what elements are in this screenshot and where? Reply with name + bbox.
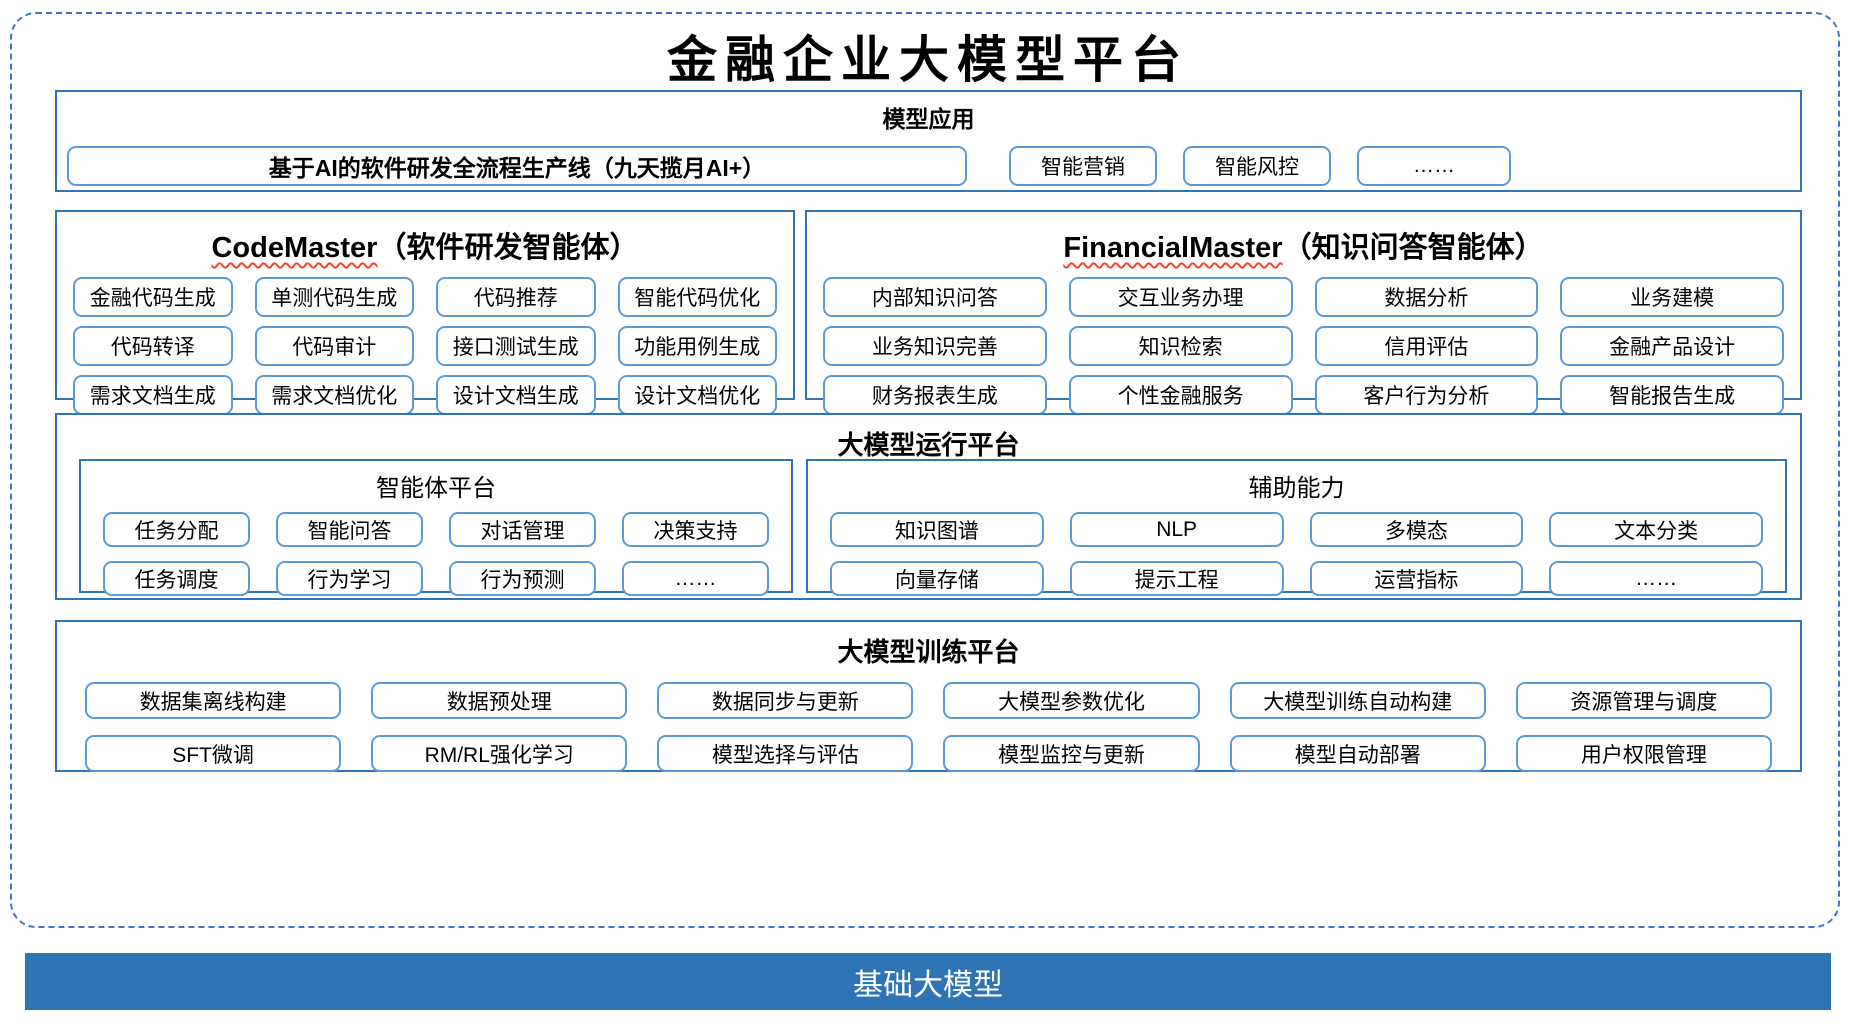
capability-box: 客户行为分析 xyxy=(1314,375,1539,415)
aux-grid: 知识图谱 NLP 多模态 文本分类 向量存储 提示工程 运营指标 …… xyxy=(830,512,1763,596)
apps-row: 基于AI的软件研发全流程生产线（九天揽月AI+） 智能营销 智能风控 …… xyxy=(67,146,1790,186)
capability-box: 知识图谱 xyxy=(830,512,1044,547)
outer-dashed-frame xyxy=(10,12,1840,928)
codemaster-name: CodeMaster xyxy=(211,232,378,264)
capability-box: SFT微调 xyxy=(85,735,342,772)
capability-box: 个性金融服务 xyxy=(1068,375,1293,415)
agent-platform-grid: 任务分配 智能问答 对话管理 决策支持 任务调度 行为学习 行为预测 …… xyxy=(103,512,769,596)
section-title: CodeMaster（软件研发智能体） xyxy=(57,224,793,266)
capability-box: 模型自动部署 xyxy=(1229,735,1486,772)
page-title: 金融企业大模型平台 xyxy=(667,30,1189,89)
capability-box-more: …… xyxy=(622,561,769,596)
financialmaster-name: FinancialMaster xyxy=(1063,232,1283,264)
capability-box: 智能代码优化 xyxy=(617,277,777,317)
capability-box: 智能报告生成 xyxy=(1560,375,1784,415)
section-title: 大模型运行平台 xyxy=(837,430,1020,460)
section-codemaster: CodeMaster（软件研发智能体） 金融代码生成 单测代码生成 代码推荐 智… xyxy=(55,210,795,415)
capability-box: 大模型参数优化 xyxy=(943,682,1200,719)
capability-box: 运营指标 xyxy=(1309,561,1524,596)
capability-box: 文本分类 xyxy=(1549,512,1763,547)
subsection-title: 辅助能力 xyxy=(1248,475,1345,502)
capability-box: 对话管理 xyxy=(449,512,596,547)
capability-box: 任务调度 xyxy=(103,561,250,596)
capability-box: 财务报表生成 xyxy=(823,375,1047,415)
capability-box: 金融产品设计 xyxy=(1560,326,1784,366)
section-title: 模型应用 xyxy=(882,106,975,132)
subsection-aux-capabilities: 辅助能力 知识图谱 NLP 多模态 文本分类 向量存储 提示工程 运营指标 …… xyxy=(806,459,1787,596)
app-pipeline-box: 基于AI的软件研发全流程生产线（九天揽月AI+） xyxy=(67,146,967,186)
codemaster-grid: 金融代码生成 单测代码生成 代码推荐 智能代码优化 代码转译 代码审计 接口测试… xyxy=(73,277,777,415)
capability-box: 行为学习 xyxy=(276,561,423,596)
app-box: 智能风控 xyxy=(1183,146,1331,186)
capability-box: 决策支持 xyxy=(622,512,769,547)
capability-box: RM/RL强化学习 xyxy=(371,735,628,772)
capability-box: 数据预处理 xyxy=(371,682,628,719)
capability-box-more: …… xyxy=(1549,561,1763,596)
capability-box: 设计文档优化 xyxy=(617,375,777,415)
section-training-platform: 大模型训练平台 数据集离线构建 数据预处理 数据同步与更新 大模型参数优化 大模… xyxy=(55,620,1802,772)
capability-box: 功能用例生成 xyxy=(617,326,777,366)
capability-box: 内部知识问答 xyxy=(823,277,1047,317)
capability-box: 大模型训练自动构建 xyxy=(1229,682,1486,719)
financialmaster-subtitle: （知识问答智能体） xyxy=(1282,232,1544,264)
capability-box: 代码审计 xyxy=(254,326,414,366)
capability-box: 需求文档生成 xyxy=(73,375,233,415)
capability-box: 向量存储 xyxy=(830,561,1044,596)
capability-box: 模型监控与更新 xyxy=(943,735,1200,772)
capability-box: 业务建模 xyxy=(1560,277,1784,317)
subsection-title: 智能体平台 xyxy=(376,475,496,502)
capability-box: 模型选择与评估 xyxy=(657,735,914,772)
capability-box: 单测代码生成 xyxy=(254,277,414,317)
capability-box: 知识检索 xyxy=(1068,326,1293,366)
section-runtime-platform: 大模型运行平台 智能体平台 任务分配 智能问答 对话管理 决策支持 任务调度 行… xyxy=(55,413,1802,600)
base-model-bar: 基础大模型 xyxy=(25,953,1831,1010)
capability-box: 数据分析 xyxy=(1314,277,1539,317)
codemaster-subtitle: （软件研发智能体） xyxy=(377,232,639,264)
capability-box: 数据集离线构建 xyxy=(85,682,342,719)
capability-box: 信用评估 xyxy=(1314,326,1539,366)
capability-box: 用户权限管理 xyxy=(1515,735,1772,772)
capability-box: 数据同步与更新 xyxy=(657,682,914,719)
section-model-apps: 模型应用 基于AI的软件研发全流程生产线（九天揽月AI+） 智能营销 智能风控 … xyxy=(55,90,1802,192)
capability-box: 代码转译 xyxy=(73,326,233,366)
section-title: FinancialMaster（知识问答智能体） xyxy=(807,224,1800,266)
capability-box: 业务知识完善 xyxy=(823,326,1047,366)
capability-box: 智能问答 xyxy=(276,512,423,547)
capability-box: NLP xyxy=(1069,512,1284,547)
capability-box: 设计文档生成 xyxy=(436,375,596,415)
capability-box: 行为预测 xyxy=(449,561,596,596)
capability-box: 代码推荐 xyxy=(436,277,596,317)
capability-box: 交互业务办理 xyxy=(1068,277,1293,317)
capability-box: 任务分配 xyxy=(103,512,250,547)
capability-box: 资源管理与调度 xyxy=(1515,682,1772,719)
subsection-agent-platform: 智能体平台 任务分配 智能问答 对话管理 决策支持 任务调度 行为学习 行为预测… xyxy=(79,459,793,596)
capability-box: 多模态 xyxy=(1309,512,1524,547)
app-box: 智能营销 xyxy=(1009,146,1157,186)
financialmaster-grid: 内部知识问答 交互业务办理 数据分析 业务建模 业务知识完善 知识检索 信用评估… xyxy=(823,277,1784,415)
app-box-more: …… xyxy=(1357,146,1511,186)
section-title: 大模型训练平台 xyxy=(837,637,1020,667)
capability-box: 需求文档优化 xyxy=(254,375,414,415)
section-financialmaster: FinancialMaster（知识问答智能体） 内部知识问答 交互业务办理 数… xyxy=(805,210,1802,415)
capability-box: 金融代码生成 xyxy=(73,277,233,317)
capability-box: 接口测试生成 xyxy=(436,326,596,366)
capability-box: 提示工程 xyxy=(1069,561,1284,596)
training-grid: 数据集离线构建 数据预处理 数据同步与更新 大模型参数优化 大模型训练自动构建 … xyxy=(85,682,1772,772)
